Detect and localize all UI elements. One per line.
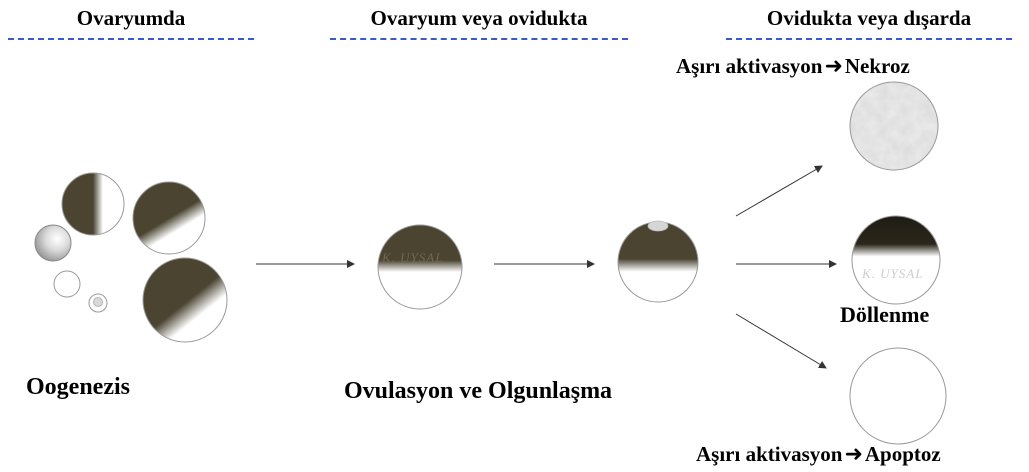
watermark-fertilized: K. UYSAL xyxy=(861,266,923,281)
oocyte-large-split xyxy=(142,257,228,343)
tiny-follicle-nucleus xyxy=(93,297,103,307)
fertilization-label: Döllenme xyxy=(840,302,930,327)
mature-oocyte xyxy=(617,221,699,303)
heading-ovary-or-oviduct: Ovaryum veya ovidukta xyxy=(330,4,628,40)
oocyte-tilted-split xyxy=(132,181,206,255)
small-sphere-cell xyxy=(34,224,72,262)
empty-small-cell xyxy=(53,270,81,298)
oogenesis-label: Oogenezis xyxy=(26,374,130,400)
oocyte-vertical-split xyxy=(61,172,125,236)
apoptosis-prefix: Aşırı aktivasyon xyxy=(696,442,843,466)
necrosis-result: Nekroz xyxy=(844,54,910,78)
ovulation-label: Ovulasyon ve Olgunlaşma xyxy=(344,378,613,404)
necrosis-label: Aşırı aktivasyon ➜ Nekroz xyxy=(676,54,910,79)
apoptosis-result: Apoptoz xyxy=(864,442,941,466)
heading-oviduct-or-outside: Ovidukta veya dışarda xyxy=(726,4,1012,40)
ovulated-oocyte xyxy=(377,224,463,310)
arrow-to-apoptosis xyxy=(735,313,827,369)
watermark-ovulated: K. UYSAL xyxy=(381,250,443,265)
arrow-to-necrosis xyxy=(735,165,823,217)
apoptosis-label: Aşırı aktivasyon ➜ Apoptoz xyxy=(696,442,941,467)
fertilized-oocyte xyxy=(851,215,941,305)
right-arrow-icon: ➜ xyxy=(844,442,863,467)
necrotic-oocyte xyxy=(849,81,939,171)
necrosis-prefix: Aşırı aktivasyon xyxy=(676,54,823,78)
right-arrow-icon: ➜ xyxy=(824,54,843,79)
polar-body xyxy=(647,220,669,232)
apoptotic-oocyte xyxy=(849,347,947,445)
heading-ovary: Ovaryumda xyxy=(8,4,254,40)
